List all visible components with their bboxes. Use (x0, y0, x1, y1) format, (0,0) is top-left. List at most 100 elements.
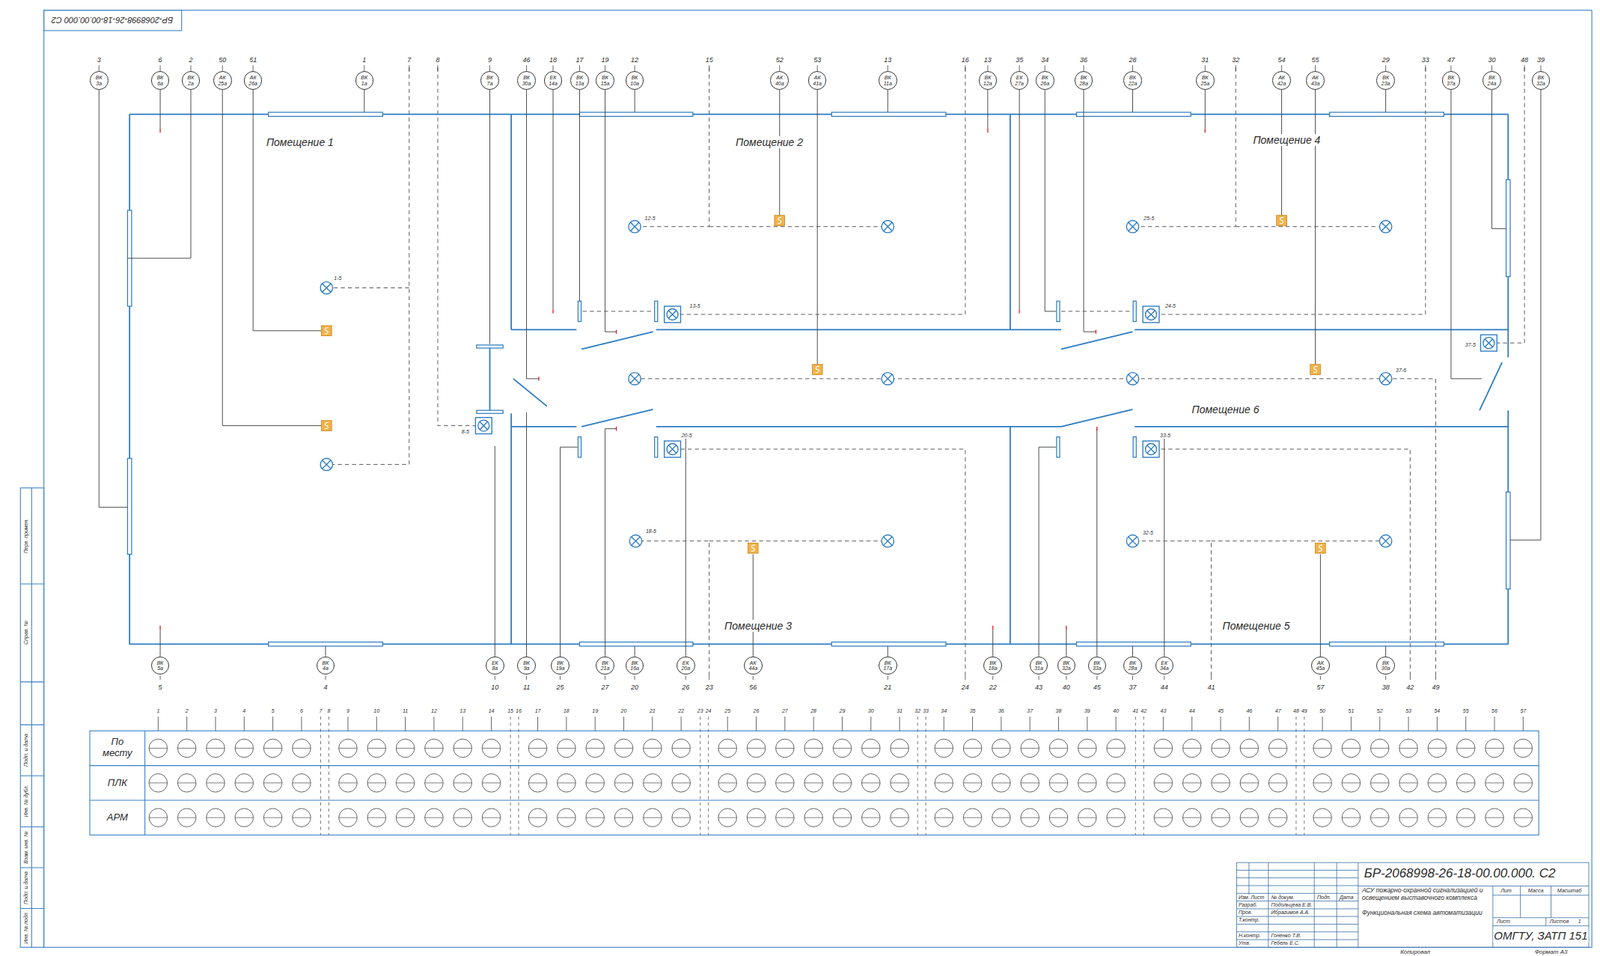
instrument-bubble (776, 808, 795, 827)
instrument-bubble (1341, 808, 1361, 827)
instrument-bubble (177, 738, 197, 758)
instrument-bubble (148, 773, 168, 793)
instrument-bubble (1485, 738, 1505, 758)
column-number: 34 (939, 707, 948, 714)
door-switch (1133, 437, 1137, 458)
instrument-bubble (718, 817, 738, 818)
stamp-field: Перв. примен. (23, 517, 30, 555)
group-divider (1295, 716, 1297, 835)
smoke-detector (774, 215, 786, 227)
instrument-bubble (206, 817, 226, 818)
instrument-bubble (1513, 773, 1533, 793)
instrument-bubble (1078, 773, 1098, 793)
wire-end-mark (160, 128, 1205, 630)
instrument-bubble (395, 782, 415, 783)
line-number: 16 (960, 56, 970, 64)
leader-tick (992, 675, 994, 680)
instrument-bubble (1313, 773, 1333, 793)
instrument-bubble (776, 773, 795, 793)
instrument-bubble (425, 782, 444, 783)
instrument-bubble (992, 773, 1012, 793)
line-number: 11 (522, 682, 531, 690)
instrument-bubble (1399, 817, 1419, 818)
line-number: 19 (600, 56, 610, 64)
instrument-bubble (1106, 817, 1126, 818)
column-number: 4 (241, 707, 247, 714)
door-switch (1056, 300, 1060, 322)
instrument-bubble (339, 808, 358, 827)
instrument-bubble (890, 808, 910, 827)
smoke-detector (747, 542, 759, 554)
instrument-bubble (1020, 808, 1040, 827)
instrument-bubble (1485, 738, 1505, 758)
instrument-bubble (861, 773, 881, 793)
lamp-symbol (1126, 372, 1139, 385)
leader-tick (437, 65, 438, 72)
line-number: 13 (883, 56, 893, 64)
leader-tick (98, 65, 100, 72)
sensor-bubble: ВК 21а (595, 656, 615, 676)
instrument-bubble (148, 738, 168, 758)
leader-tick (634, 675, 636, 680)
column-number: 47 (1274, 707, 1282, 714)
title-block-text: Лист (1495, 918, 1511, 925)
instrument-bubble (1456, 773, 1476, 793)
instrument-bubble (1153, 773, 1173, 793)
row-header: По месту (98, 737, 137, 760)
window-symbol (489, 347, 491, 411)
instrument-bubble (1211, 747, 1231, 749)
column-number: 14 (487, 707, 496, 714)
instrument-bubble (528, 773, 548, 793)
leader-tick (1491, 65, 1493, 72)
column-tick (1436, 716, 1438, 731)
instrument-bubble (206, 808, 226, 827)
smoke-detector (321, 325, 333, 337)
instrument-bubble (339, 817, 358, 818)
column-tick (186, 716, 188, 731)
instrument-bubble (643, 747, 663, 749)
sensor-bubble: ВК 12а (978, 71, 998, 90)
instrument-bubble (148, 808, 168, 827)
line-number: 5 (157, 682, 164, 690)
leader-tick (190, 65, 191, 72)
instrument-bubble (453, 738, 473, 758)
column-tick (1162, 716, 1164, 731)
line-number: 37 (1127, 682, 1137, 690)
column-number: 37 (1026, 707, 1034, 714)
instrument-bubble (1427, 808, 1447, 827)
room-name: Помещение 3 (723, 619, 793, 632)
instrument-bubble (234, 773, 254, 793)
leader-tick (494, 675, 496, 680)
instrument-bubble (776, 817, 795, 818)
instrument-bubble (1268, 782, 1288, 783)
instrument-bubble (718, 808, 738, 827)
sensor-bubble: АК 42а (1272, 71, 1291, 90)
instrument-bubble (1427, 808, 1447, 827)
instrument-bubble (1020, 738, 1040, 758)
instrument-bubble (890, 808, 910, 827)
instrument-bubble (861, 773, 881, 793)
sensor-bubble: ВК 30а (1376, 656, 1395, 676)
column-number: 38 (1055, 707, 1063, 714)
signal-wire (98, 89, 1541, 657)
instrument-bubble (206, 773, 226, 793)
sensor-bubble: ВК 24а (1482, 71, 1502, 90)
window-symbol (1076, 642, 1192, 646)
room-name: Помещение 6 (1191, 403, 1261, 416)
instrument-bubble (234, 738, 254, 758)
sensor-bubble: ВК 18а (983, 656, 1003, 676)
sensor-tag: ВК 23а (1379, 74, 1392, 87)
instrument-bubble (614, 773, 634, 793)
instrument-bubble (585, 773, 605, 793)
instrument-bubble (481, 738, 501, 758)
instrument-bubble (643, 817, 663, 818)
instrument-bubble (963, 808, 982, 827)
instrument-bubble (1153, 782, 1173, 783)
instrument-bubble (367, 808, 387, 827)
instrument-bubble (453, 817, 473, 818)
column-number: 51 (1347, 707, 1356, 714)
instrument-bubble (1153, 817, 1173, 818)
line-number: 54 (1277, 56, 1287, 64)
column-tick (1522, 716, 1524, 731)
